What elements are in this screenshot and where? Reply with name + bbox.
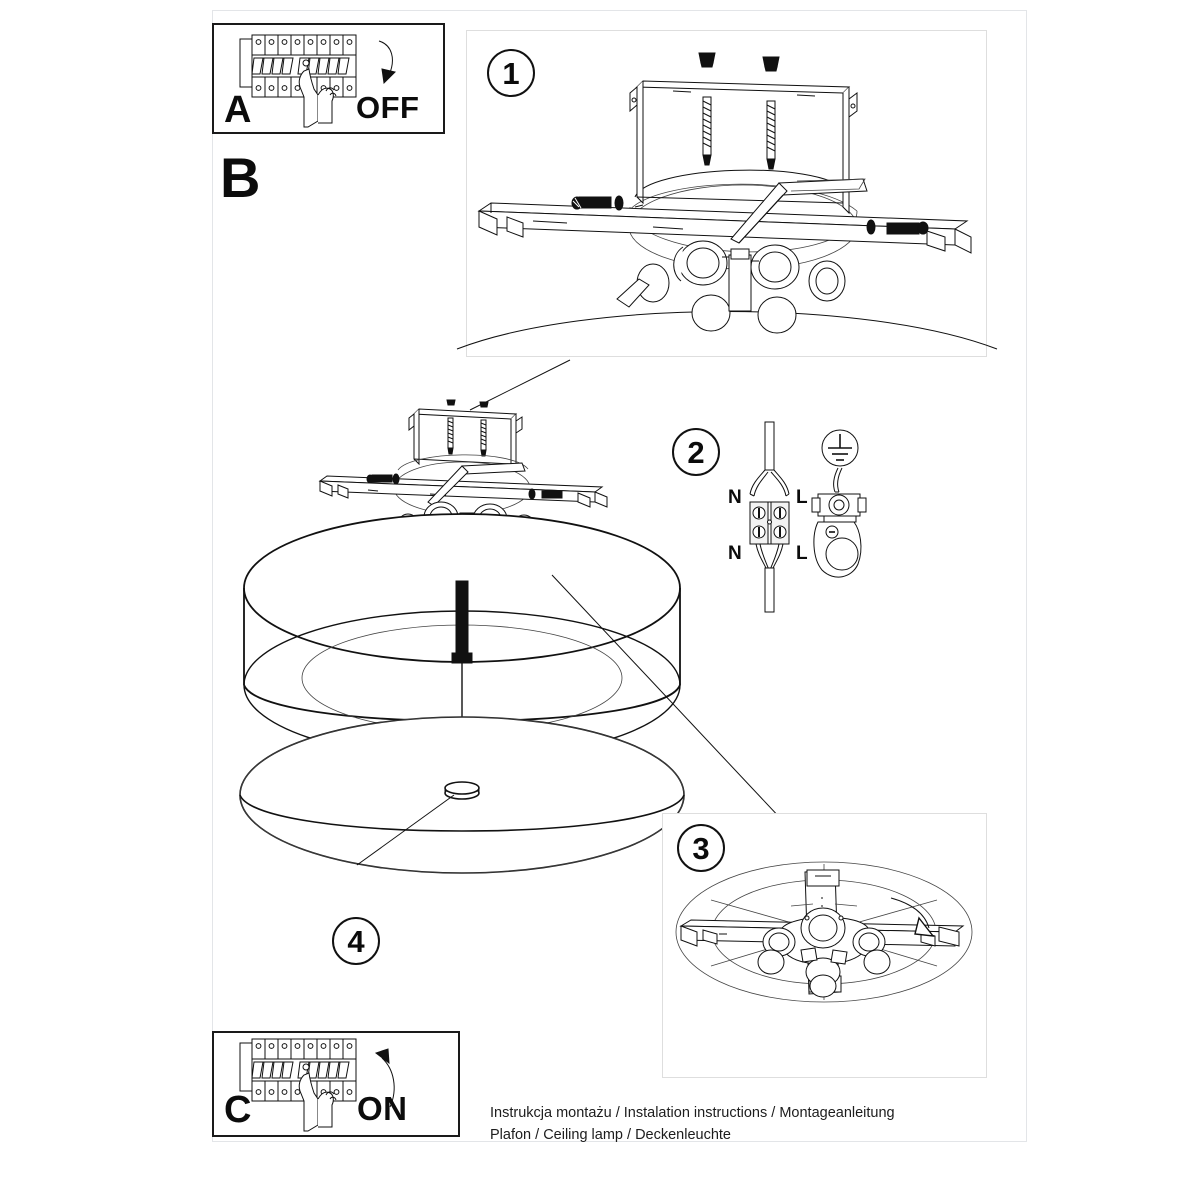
- arrow-up-icon: [374, 1048, 395, 1108]
- step-2-callout: 2: [672, 428, 720, 476]
- insert-arrow-icon: [890, 897, 935, 937]
- step-3-illustration: [675, 861, 973, 1003]
- wall-anchor-icon: [698, 52, 780, 72]
- mounting-screw-icon: [571, 195, 929, 235]
- panel-a-action-label: OFF: [356, 90, 420, 125]
- step-1-number: 1: [502, 55, 520, 91]
- panel-a-letter: A: [224, 89, 252, 131]
- panel-c-action-label: ON: [357, 1090, 408, 1127]
- terminal-block: [749, 501, 790, 545]
- step-1-illustration: [456, 52, 998, 350]
- step-3-panel: 3: [662, 813, 987, 1078]
- step-2-wiring-illustration: [749, 421, 867, 613]
- panel-a-breaker-off: A OFF: [212, 23, 445, 134]
- step-1-callout: 1: [487, 49, 535, 97]
- arrow-down-icon: [378, 40, 396, 85]
- wiring-label-n-bottom: N: [728, 543, 742, 564]
- long-screw-icon: [702, 96, 776, 170]
- wiring-label-n-top: N: [728, 487, 742, 508]
- hand-icon: [298, 68, 337, 128]
- caption-block: Instrukcja montażu / Instalation instruc…: [490, 1102, 895, 1147]
- step-3-callout: 3: [677, 824, 725, 872]
- wiring-label-l-top: L: [796, 487, 808, 508]
- hand-icon: [298, 1072, 337, 1132]
- wiring-label-l-bottom: L: [796, 543, 808, 564]
- panel-b-letter: B: [220, 146, 261, 209]
- breaker-panel-off-illustration: [239, 34, 396, 128]
- leader-line-4: [356, 794, 455, 866]
- step-1-panel: 1: [456, 30, 998, 357]
- step-4-callout: 4: [332, 917, 380, 965]
- step-2-number: 2: [687, 434, 705, 470]
- step-4-number: 4: [347, 923, 365, 959]
- leader-line-step3: [551, 574, 783, 821]
- caption-line-2: Plafon / Ceiling lamp / Deckenleuchte: [490, 1127, 731, 1144]
- caption-line-1: Instrukcja montażu / Instalation instruc…: [490, 1105, 895, 1121]
- lamp-socket-group: [616, 240, 846, 334]
- panel-c-breaker-on: C ON: [212, 1031, 460, 1137]
- ground-clamp: [811, 493, 867, 578]
- step-2-group: 2 N L N L: [672, 421, 892, 613]
- main-lamp-assembly-illustration: [239, 399, 783, 874]
- panel-c-letter: C: [224, 1089, 252, 1131]
- earth-ground-icon: [821, 429, 859, 467]
- breaker-panel-on-illustration: [239, 1038, 395, 1132]
- step-3-number: 3: [692, 830, 710, 866]
